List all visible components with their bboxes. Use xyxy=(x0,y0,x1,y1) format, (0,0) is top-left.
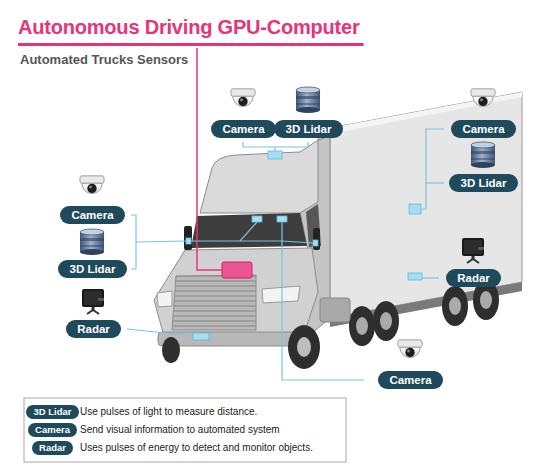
leader-lines xyxy=(127,129,444,380)
legend-badge: Camera xyxy=(28,423,77,437)
sensor-name: Camera xyxy=(35,424,70,435)
legend-badge: 3D Lidar xyxy=(26,405,79,419)
sensor-label: Camera xyxy=(378,371,443,389)
sensor-label: Camera xyxy=(60,206,125,224)
sensor-markers xyxy=(186,151,422,340)
sensor-name: Camera xyxy=(462,123,504,135)
sensor-name: 3D Lidar xyxy=(33,406,71,417)
sensor-label: 3D Lidar xyxy=(274,120,343,138)
sensor-name: Camera xyxy=(222,123,264,135)
sensor-name: Camera xyxy=(71,209,113,221)
gpu-computer xyxy=(222,262,252,278)
legend-text: Use pulses of light to measure distance. xyxy=(80,406,257,418)
truck-cab xyxy=(154,136,350,369)
sensor-name: 3D Lidar xyxy=(285,123,331,135)
sensor-label: Radar xyxy=(66,320,121,338)
legend-text: Send visual information to automated sys… xyxy=(80,424,280,436)
sensor-name: Radar xyxy=(77,323,110,335)
legend-text: Uses pulses of energy to detect and moni… xyxy=(80,442,313,454)
sensor-label: Camera xyxy=(451,120,516,138)
sensor-name: Camera xyxy=(389,374,431,386)
sensor-label: Camera xyxy=(211,120,276,138)
title: Autonomous Driving GPU-Computer xyxy=(18,14,360,40)
legend-box xyxy=(24,398,346,462)
trailer xyxy=(318,92,522,346)
sensor-label: Radar xyxy=(446,269,501,287)
sensor-name: 3D Lidar xyxy=(69,263,115,275)
subtitle: Automated Trucks Sensors xyxy=(20,52,188,67)
sensor-label: 3D Lidar xyxy=(449,174,518,192)
sensor-name: Radar xyxy=(457,272,490,284)
sensor-name: 3D Lidar xyxy=(460,177,506,189)
sensor-label: 3D Lidar xyxy=(58,260,127,278)
gpu-leader xyxy=(197,48,222,270)
title-underline xyxy=(18,43,364,46)
legend-badge: Radar xyxy=(32,441,73,455)
sensor-name: Radar xyxy=(39,442,66,453)
sensor-icons xyxy=(80,87,495,358)
